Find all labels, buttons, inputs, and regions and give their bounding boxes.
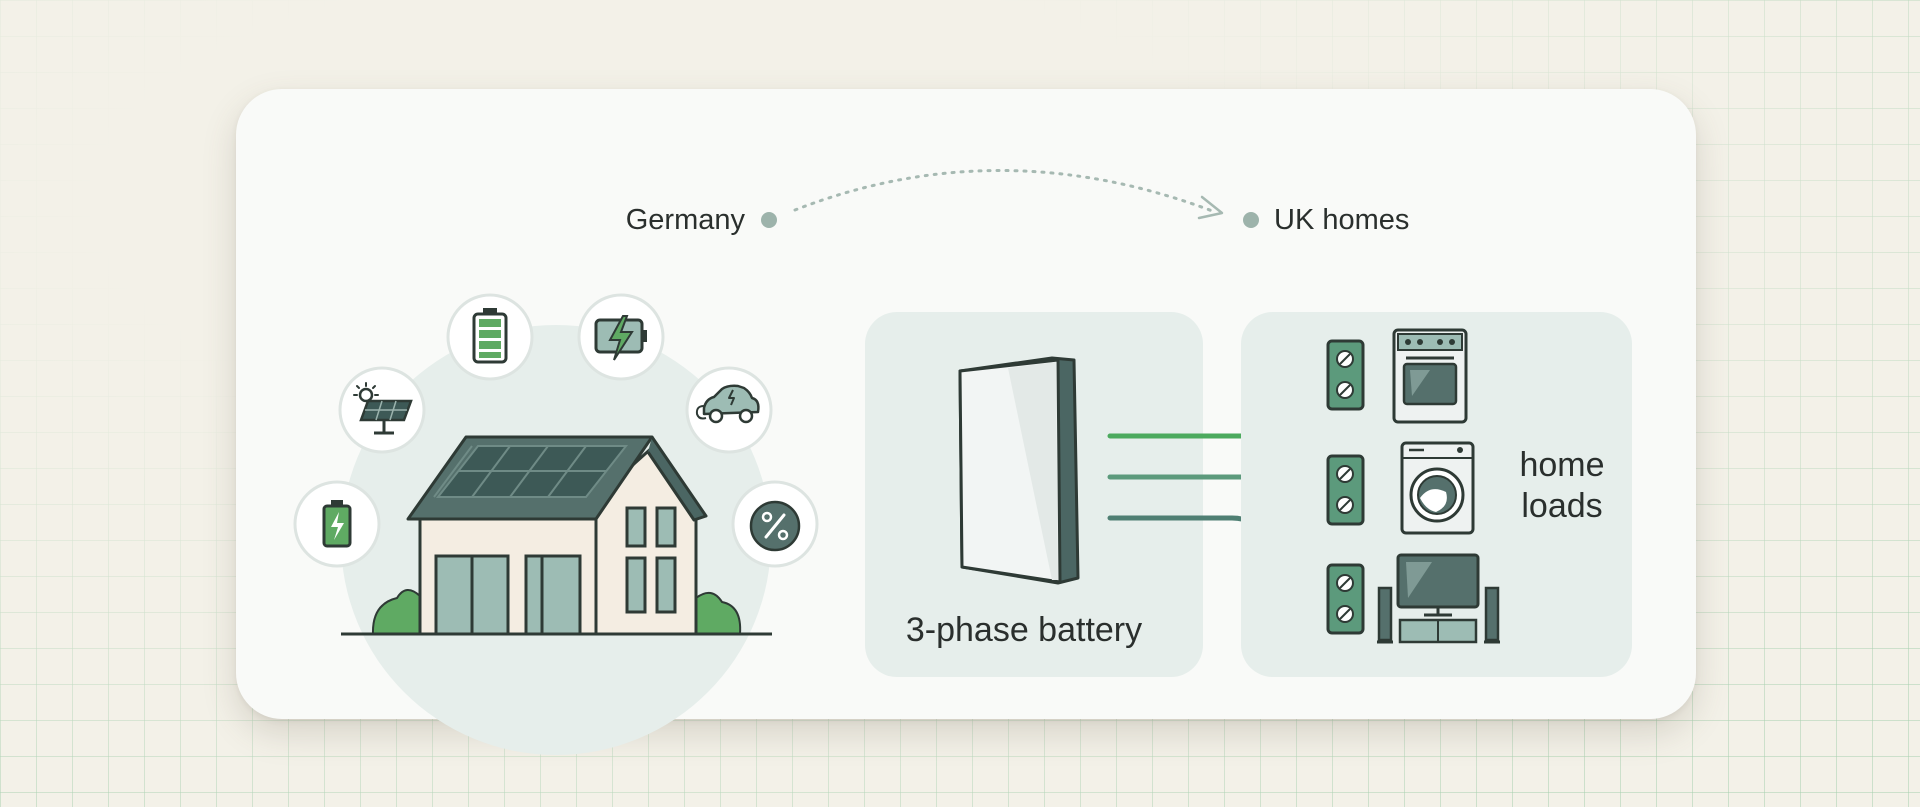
- percent-icon: [749, 500, 801, 552]
- battery-charging-bubble: [293, 480, 381, 568]
- solar-panel-icon: [353, 382, 413, 435]
- battery-panel: 3-phase battery: [865, 312, 1203, 677]
- battery-charging-icon: [322, 500, 352, 548]
- route-arrow: [793, 169, 1217, 214]
- house-door: [524, 554, 582, 636]
- battery-label: 3-phase battery: [906, 611, 1142, 649]
- roof-solar-panels: [433, 445, 629, 498]
- terminal-block-2: [1326, 454, 1365, 526]
- house-windows: [625, 506, 677, 614]
- oven-icon: [1392, 328, 1468, 424]
- destination-dot: [1243, 212, 1259, 228]
- washing-machine-icon: [1400, 441, 1475, 535]
- battery-bolt-bubble: [577, 293, 665, 381]
- percent-bubble: [731, 480, 819, 568]
- loads-label-line1: home: [1519, 446, 1604, 484]
- battery-bolt-icon: [594, 315, 647, 361]
- route-arrowhead: [1197, 195, 1224, 220]
- solar-panel-bubble: [338, 366, 426, 454]
- bush-right: [695, 591, 742, 635]
- bush-left: [371, 589, 421, 635]
- electric-car-bubble: [685, 366, 773, 454]
- loads-panel: home loads: [1241, 312, 1632, 677]
- tv-icon: [1377, 553, 1500, 644]
- destination-label: UK homes: [1274, 204, 1409, 236]
- battery-full-bubble: [446, 293, 534, 381]
- roof-edge-right: [646, 436, 708, 522]
- terminal-block-3: [1326, 563, 1365, 635]
- route-header: Germany UK homes: [626, 169, 1409, 236]
- terminal-block-1: [1326, 339, 1365, 411]
- battery-full-icon: [472, 308, 508, 364]
- house-section: [341, 325, 772, 755]
- origin-label: Germany: [626, 204, 746, 236]
- loads-label-line2: loads: [1521, 487, 1602, 525]
- origin-dot: [761, 212, 777, 228]
- electric-car-icon: [695, 384, 760, 424]
- battery-unit-icon: [958, 356, 1080, 585]
